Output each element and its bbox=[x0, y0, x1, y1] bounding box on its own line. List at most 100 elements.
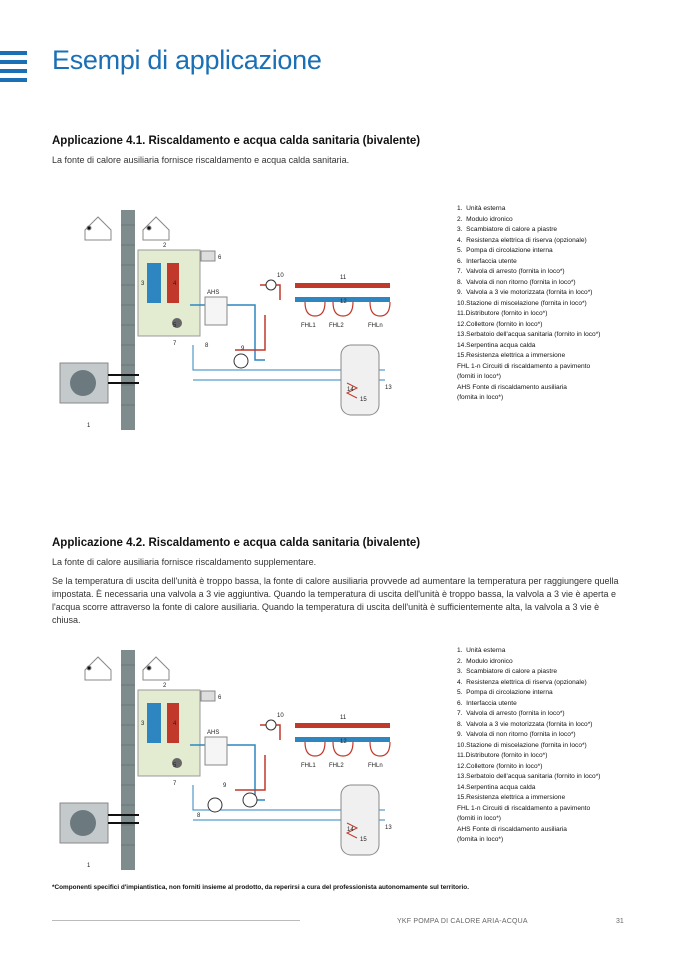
diagram-label-13: 13 bbox=[385, 825, 392, 831]
section1-diagram: 1 2 3 4 5 6 7 8 9 10 11 12 13 14 15 AHS … bbox=[59, 210, 392, 430]
legend-item: 14.Serpentina acqua calda bbox=[457, 341, 536, 349]
distributor bbox=[295, 283, 390, 288]
house-outside-icon bbox=[84, 656, 112, 681]
diagram-label-1: 1 bbox=[87, 863, 91, 869]
dhw-tank bbox=[340, 344, 380, 416]
diagram-label-2: 2 bbox=[163, 243, 167, 249]
legend-item: FHL 1-n Circuiti di riscaldamento a pavi… bbox=[457, 362, 591, 370]
diagram-label-5: 5 bbox=[173, 763, 177, 769]
distributor bbox=[295, 723, 390, 728]
diagram-label-fhl1: FHL1 bbox=[301, 323, 316, 329]
legend-item: 2. Modulo idronico bbox=[457, 215, 513, 223]
diagram-label-1: 1 bbox=[87, 423, 91, 429]
diagram-label-5: 5 bbox=[173, 323, 177, 329]
legend-item: 5. Pompa di circolazione interna bbox=[457, 689, 553, 696]
diagram-label-10: 10 bbox=[277, 273, 284, 279]
section2-diagram: 1 2 3 4 5 6 7 8 9 10 11 12 13 14 15 AHS … bbox=[59, 650, 392, 870]
three-way-valve-icon bbox=[207, 797, 223, 813]
legend-item: AHS Fonte di riscaldamento ausiliaria bbox=[457, 825, 567, 833]
legend-item: 15.Resistenza elettrica a immersione bbox=[457, 352, 566, 359]
section2-title: Applicazione 4.2. Riscaldamento e acqua … bbox=[52, 537, 421, 549]
section1-legend: 1. Unità esterna 2. Modulo idronico 3. S… bbox=[457, 204, 600, 404]
diagram-label-4: 4 bbox=[173, 721, 177, 727]
diagram-label-10: 10 bbox=[277, 713, 284, 719]
wall bbox=[121, 650, 135, 870]
page-title: Esempi di applicazione bbox=[52, 45, 322, 75]
legend-item: 10.Stazione di miscelazione (fornita in … bbox=[457, 299, 587, 307]
ahs-boiler bbox=[204, 736, 228, 766]
diagram-label-4: 4 bbox=[173, 281, 177, 287]
legend-item: 11.Distributore (fornito in loco*) bbox=[457, 752, 548, 759]
diagram-label-ahs: AHS bbox=[207, 290, 219, 296]
legend-item: 14.Serpentina acqua calda bbox=[457, 783, 536, 791]
dhw-tank bbox=[340, 784, 380, 856]
user-interface-icon bbox=[200, 690, 216, 702]
diagram-label-fhln: FHLn bbox=[368, 763, 383, 769]
diagram-label-14: 14 bbox=[347, 387, 354, 393]
diagram-label-6: 6 bbox=[218, 255, 222, 261]
diagram-label-15: 15 bbox=[360, 837, 367, 843]
house-inside-icon bbox=[142, 656, 170, 681]
menu-icon[interactable] bbox=[0, 51, 27, 85]
legend-item: 9. Valvola di non ritorno (fornita in lo… bbox=[457, 731, 576, 738]
footnote: *Componenti specifici d'impiantistica, n… bbox=[52, 884, 469, 891]
diagram-label-fhl1: FHL1 bbox=[301, 763, 316, 769]
legend-item: 1. Unità esterna bbox=[457, 205, 506, 212]
legend-item: (forniti in loco*) bbox=[457, 373, 501, 380]
diagram-label-fhl2: FHL2 bbox=[329, 323, 344, 329]
legend-item: 3. Scambiatore di calore a piastre bbox=[457, 668, 558, 675]
three-way-valve-icon bbox=[233, 353, 249, 369]
diagram-label-3: 3 bbox=[141, 721, 145, 727]
diagram-label-13: 13 bbox=[385, 385, 392, 391]
house-outside-icon bbox=[84, 216, 112, 241]
legend-item: (fornita in loco*) bbox=[457, 394, 504, 401]
legend-item: 12.Collettore (fornito in loco*) bbox=[457, 320, 543, 328]
diagram-label-7: 7 bbox=[173, 341, 177, 347]
three-way-valve-icon bbox=[242, 792, 258, 808]
wall bbox=[121, 210, 135, 430]
legend-item: (forniti in loco*) bbox=[457, 815, 501, 822]
legend-item: 15.Resistenza elettrica a immersione bbox=[457, 794, 566, 801]
legend-item: 2. Modulo idronico bbox=[457, 657, 513, 665]
legend-item: AHS Fonte di riscaldamento ausiliaria bbox=[457, 383, 567, 391]
diagram-label-8: 8 bbox=[197, 813, 201, 819]
diagram-label-11: 11 bbox=[340, 275, 347, 281]
diagram-label-15: 15 bbox=[360, 397, 367, 403]
footer-brand: YKF POMPA DI CALORE ARIA-ACQUA bbox=[397, 918, 528, 925]
legend-item: 6. Interfaccia utente bbox=[457, 699, 517, 707]
legend-item: 4. Resistenza elettrica di riserva (opzi… bbox=[457, 236, 587, 244]
diagram-label-fhln: FHLn bbox=[368, 323, 383, 329]
section2-legend: 1. Unità esterna 2. Modulo idronico 3. S… bbox=[457, 646, 600, 846]
legend-item: FHL 1-n Circuiti di riscaldamento a pavi… bbox=[457, 804, 591, 812]
diagram-label-ahs: AHS bbox=[207, 730, 219, 736]
footer-divider bbox=[52, 920, 300, 921]
diagram-label-8: 8 bbox=[205, 343, 209, 349]
user-interface-icon bbox=[200, 250, 216, 262]
legend-item: 7. Valvola di arresto (fornita in loco*) bbox=[457, 268, 565, 275]
legend-item: 10.Stazione di miscelazione (fornita in … bbox=[457, 741, 587, 749]
diagram-label-9: 9 bbox=[241, 346, 245, 352]
diagram-label-fhl2: FHL2 bbox=[329, 763, 344, 769]
section2-subtitle: La fonte di calore ausiliaria fornisce r… bbox=[52, 557, 317, 567]
diagram-label-9: 9 bbox=[223, 783, 227, 789]
legend-item: 3. Scambiatore di calore a piastre bbox=[457, 226, 558, 233]
legend-item: 4. Resistenza elettrica di riserva (opzi… bbox=[457, 678, 587, 686]
legend-item: 8. Valvola di non ritorno (fornita in lo… bbox=[457, 278, 576, 286]
legend-item: 13.Serbatoio dell'acqua sanitaria (forni… bbox=[457, 331, 601, 338]
collector bbox=[295, 297, 390, 302]
page-number: 31 bbox=[616, 918, 624, 925]
section1-subtitle: La fonte di calore ausiliaria fornisce r… bbox=[52, 155, 350, 165]
legend-item: 11.Distributore (fornito in loco*) bbox=[457, 310, 548, 317]
legend-item: 5. Pompa di circolazione interna bbox=[457, 247, 553, 254]
diagram-label-12: 12 bbox=[340, 739, 347, 745]
house-inside-icon bbox=[142, 216, 170, 241]
legend-item: 1. Unità esterna bbox=[457, 647, 506, 654]
legend-item: 8. Valvola a 3 vie motorizzata (fornita … bbox=[457, 720, 593, 728]
collector bbox=[295, 737, 390, 742]
section1-title: Applicazione 4.1. Riscaldamento e acqua … bbox=[52, 135, 421, 147]
legend-item: (fornita in loco*) bbox=[457, 836, 504, 843]
diagram-label-14: 14 bbox=[347, 827, 354, 833]
legend-item: 6. Interfaccia utente bbox=[457, 257, 517, 265]
diagram-label-3: 3 bbox=[141, 281, 145, 287]
diagram-label-12: 12 bbox=[340, 299, 347, 305]
